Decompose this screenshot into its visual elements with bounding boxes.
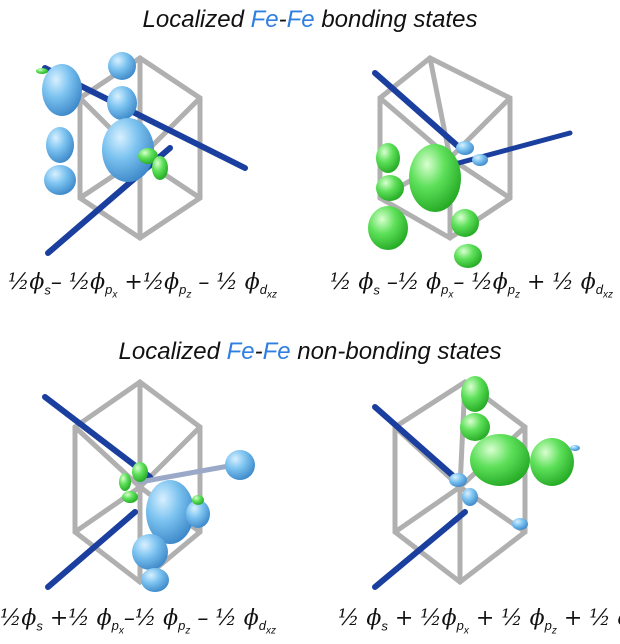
bond-sticks xyxy=(42,394,243,590)
title-non-bonding: Localized Fe-Fe non-bonding states xyxy=(118,338,502,365)
bond-sticks xyxy=(372,404,468,590)
formula-bonding-2: ½ ϕs –½ ϕpx– ½ϕpz + ½ ϕdxz xyxy=(330,270,613,301)
orbital-lobes xyxy=(449,376,580,530)
orbital-diagram-bonding-1 xyxy=(36,52,248,256)
orbital-lobes xyxy=(368,141,488,268)
formula-nonbonding-2: ½ ϕs + ½ϕpx + ½ ϕpz + ½ ϕdxz xyxy=(338,606,620,637)
formula-bonding-1: ½ϕs– ½ϕpx +½ϕpz – ½ ϕdxz xyxy=(8,270,277,301)
orbital-lobes xyxy=(119,450,255,592)
orbital-diagram-nonbonding-1 xyxy=(42,378,255,592)
orbital-lobes xyxy=(36,52,168,195)
orbital-diagram-bonding-2 xyxy=(368,55,573,268)
title-bonding: Localized Fe-Fe bonding states xyxy=(142,6,478,33)
orbital-diagram-nonbonding-2 xyxy=(372,376,580,590)
formula-nonbonding-1: ½ϕs +½ ϕpx–½ ϕpz – ½ ϕdxz xyxy=(0,606,276,637)
bond-sticks xyxy=(372,70,573,171)
